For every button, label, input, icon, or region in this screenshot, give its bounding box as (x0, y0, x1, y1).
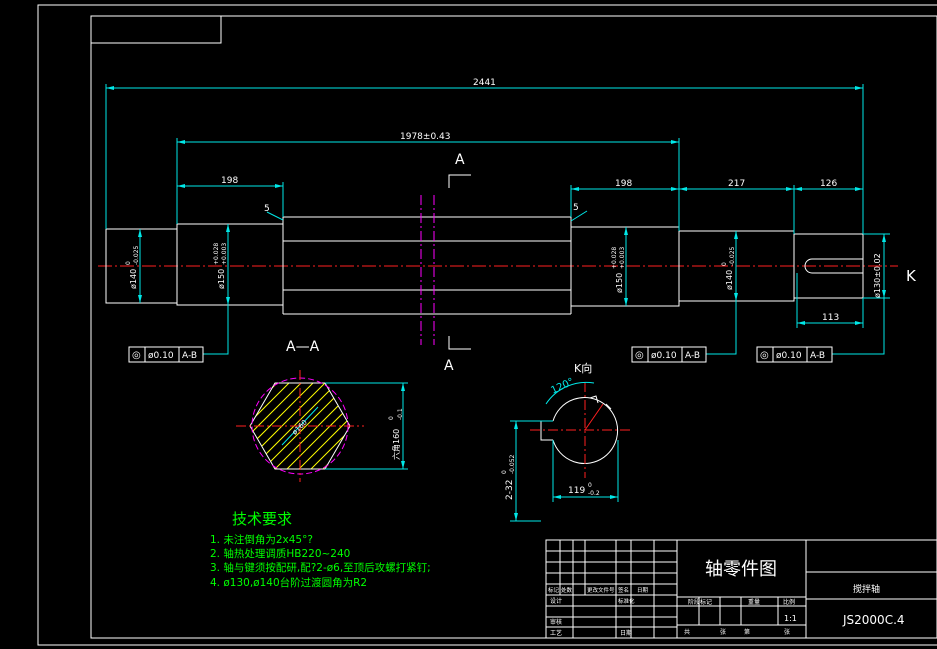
dim-dia-left-bearing-tol-lo: +0.003 (221, 243, 228, 265)
part-name: 轴零件图 (705, 559, 777, 580)
dimension-lines (105, 84, 890, 355)
tolerance-datum: A-B (685, 351, 700, 361)
dim-dia-right-step: ø140 (725, 270, 734, 290)
view-k-slot-tol-up: 0 (501, 470, 508, 474)
dim-dia-right-step-tol-up: 0 (721, 262, 728, 266)
tolerance-datum: A-B (810, 351, 825, 361)
dim-dia-right-bearing: ø150 (615, 273, 624, 293)
dim-middle: 1978±0.43 (400, 132, 450, 142)
notes-heading: 技术要求 (232, 510, 292, 528)
label-standard: 标准化 (618, 597, 635, 605)
dim-step-217: 217 (728, 179, 745, 189)
section-cut-lines (420, 195, 435, 345)
header-mark: 标记 (548, 586, 560, 594)
section-view-a-a: A—A ø160 六角160 0 -0.1 (236, 339, 408, 482)
hex-tol-lo: -0.1 (397, 408, 404, 420)
dim-right-shoulder: 198 (615, 179, 632, 189)
tolerance-datum: A-B (182, 351, 197, 361)
dim-keyway-113: 113 (822, 313, 839, 323)
view-k-marker: K (906, 267, 917, 285)
label-review: 审核 (550, 618, 562, 626)
sheet-label-sheets: 张 (720, 628, 726, 636)
drawing-number: JS2000C.4 (842, 613, 905, 627)
dim-dia-left-end-tol-up: 0 (125, 261, 132, 265)
dim-dia-left-end-tol-lo: -0.025 (133, 245, 140, 265)
header-sign: 签名 (618, 586, 629, 594)
sheet-label-no: 第 (744, 628, 750, 636)
tolerance-value: ø0.10 (148, 351, 174, 361)
scale-value: 1:1 (784, 614, 797, 623)
technical-notes: 技术要求 1. 未注倒角为2x45°? 2. 轴热处理调质HB220~240 3… (210, 510, 431, 589)
view-k-title: K向 (574, 361, 592, 375)
dim-end-126: 126 (820, 179, 837, 189)
hex-tol-up: 0 (388, 416, 395, 420)
stage-header-scale: 比例 (783, 598, 795, 606)
dim-dia-left-bearing: ø150 (217, 269, 226, 289)
label-design: 设计 (550, 597, 562, 605)
view-k-detail: K向 120° 119 0 -0.2 2-32 0 -0.052 (501, 361, 632, 522)
label-process: 工艺 (550, 629, 562, 637)
dim-dia-right-bearing-tol-lo: +0.003 (619, 247, 626, 269)
section-label-bottom: A (444, 358, 454, 374)
dim-dia-left-end: ø140 (129, 269, 138, 289)
view-k-width-tol-lo: -0.2 (588, 490, 600, 497)
dim-dia-left-bearing-tol-up: +0.028 (213, 243, 220, 265)
tolerance-frame-left: ◎ ø0.10 A-B (128, 346, 204, 363)
view-k-angle: 120° (549, 376, 575, 396)
section-arrows (448, 174, 471, 350)
dim-chamfer-right: 5 (573, 203, 579, 213)
dim-chamfer-left: 5 (264, 204, 270, 214)
tolerance-symbol: ◎ (132, 350, 141, 361)
sheet-frame (37, 4, 937, 646)
dim-dia-right-bearing-tol-up: +0.028 (611, 247, 618, 269)
stage-header-weight: 重量 (748, 598, 760, 606)
tolerance-value: ø0.10 (651, 351, 677, 361)
view-k-slot: 2-32 (505, 480, 515, 500)
dim-dia-right-step-tol-lo: -0.025 (729, 246, 736, 266)
title-block: 轴零件图 搅拌轴 JS2000C.4 1:1 阶段标记 重量 比例 共 张 第 … (545, 539, 937, 639)
header-count: 处数 (561, 586, 573, 594)
assembly-name: 搅拌轴 (853, 583, 880, 595)
hex-across-flats: 六角160 (391, 429, 401, 460)
tolerance-value: ø0.10 (776, 351, 802, 361)
tolerance-frame-right: ◎ ø0.10 A-B (756, 346, 833, 363)
section-title: A—A (286, 339, 320, 355)
view-k-slot-tol-lo: -0.052 (509, 454, 516, 474)
note-item: 3. 轴与键须按配研,配?2-ø6,至顶后攻螺打紧钉; (210, 561, 431, 574)
view-k-width: 119 (568, 486, 585, 496)
note-item: 2. 轴热处理调质HB220~240 (210, 547, 350, 560)
tolerance-symbol: ◎ (635, 350, 644, 361)
dim-overall: 2441 (473, 78, 496, 88)
label-approve: 日期 (620, 629, 632, 637)
sheet-label-sheet: 张 (784, 628, 790, 636)
note-item: 1. 未注倒角为2x45°? (210, 533, 313, 546)
sheet-label-total: 共 (684, 628, 690, 636)
tolerance-frame-middle: ◎ ø0.10 A-B (631, 346, 707, 363)
note-item: 4. ø130,ø140台阶过渡圆角为R2 (210, 576, 367, 589)
header-date: 日期 (637, 587, 649, 594)
tolerance-symbol: ◎ (760, 350, 769, 361)
section-label-top: A (455, 152, 465, 168)
view-k-width-tol-up: 0 (588, 482, 592, 489)
stage-header-mark: 阶段标记 (688, 598, 712, 606)
header-change: 更改文件号 (587, 586, 615, 594)
dim-left-shoulder: 198 (221, 176, 238, 186)
dim-dia-end: ø130±0.02 (873, 253, 882, 298)
dimension-arrowheads (106, 86, 886, 325)
